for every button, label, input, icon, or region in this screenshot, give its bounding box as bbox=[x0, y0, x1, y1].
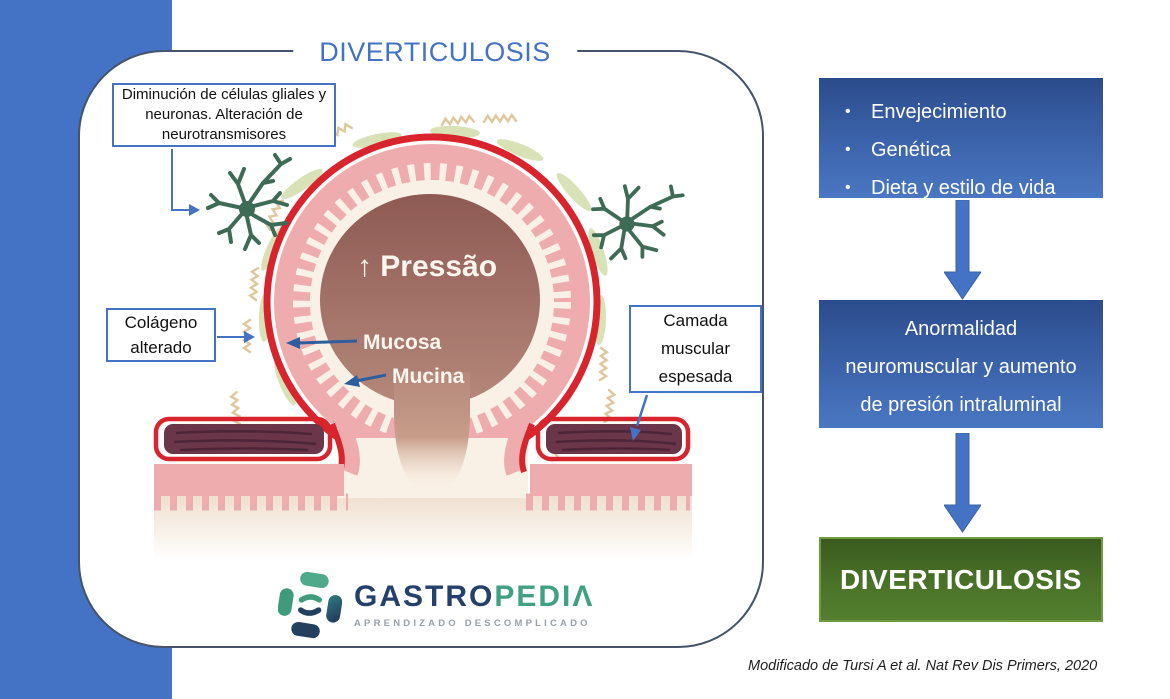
gastropedia-logo-icon bbox=[278, 571, 342, 639]
intestinal-wall-right bbox=[526, 416, 692, 511]
bullet-text: Dieta y estilo de vida bbox=[871, 177, 1056, 199]
down-arrow-icon bbox=[944, 200, 981, 300]
label-line: Camada bbox=[663, 311, 728, 330]
bullet-icon: • bbox=[845, 103, 851, 120]
lumen bbox=[320, 194, 540, 406]
citation: Modificado de Tursi A et al. Nat Rev Dis… bbox=[748, 658, 1098, 674]
mucosa-label: Mucosa bbox=[363, 331, 442, 354]
diverticulum-diagram: ↑ Pressão Mucosa Mucina bbox=[153, 113, 692, 560]
bullet-text: Envejecimiento bbox=[871, 101, 1007, 123]
gastropedia-logo: GASTROPEDIΛ APRENDIZADO DESCOMPLICADO bbox=[278, 568, 594, 642]
diverticulosis-card: ↑ Pressão Mucosa Mucina DIVERTICULOSIS D… bbox=[78, 31, 764, 648]
label-line: neuronas. Alteración de bbox=[145, 106, 303, 123]
label-muscle-layer: Camada muscular espesada bbox=[629, 305, 762, 393]
logo-tagline: APRENDIZADO DESCOMPLICADO bbox=[354, 617, 591, 629]
lumen-neck bbox=[394, 372, 470, 490]
flow-box-line: Anormalidad bbox=[904, 318, 1018, 340]
bullet-text: Genética bbox=[871, 139, 952, 161]
flow-box-line: neuromuscular y aumento bbox=[845, 356, 1077, 378]
label-connectors bbox=[171, 149, 649, 441]
label-collagen: Colágeno alterado bbox=[106, 308, 216, 362]
label-line: Diminución de células gliales y bbox=[121, 86, 327, 103]
bullet-icon: • bbox=[845, 179, 851, 196]
logo-wordmark-pedia: PEDIΛ bbox=[494, 579, 595, 613]
flow-box-mechanism: Anormalidad neuromuscular y aumento de p… bbox=[819, 300, 1103, 428]
anatomy-arrows bbox=[286, 337, 387, 387]
mucina-label: Mucina bbox=[392, 365, 465, 388]
bullet-item: • Envejecimiento bbox=[845, 93, 1103, 131]
flow-box-line: de presión intraluminal bbox=[860, 394, 1062, 416]
label-line: muscular bbox=[661, 339, 730, 358]
label-neural-changes: Diminución de células gliales y neuronas… bbox=[112, 83, 336, 147]
flow-box-causes: • Envejecimiento • Genética • Dieta y es… bbox=[819, 78, 1103, 199]
label-line: alterado bbox=[130, 338, 192, 357]
slide-title: DIVERTICULOSIS bbox=[293, 31, 577, 73]
wall-fade-band bbox=[154, 494, 692, 560]
bullet-icon: • bbox=[845, 141, 851, 158]
flow-box-outcome: DIVERTICULOSIS bbox=[819, 537, 1103, 622]
label-line: neurotransmisores bbox=[161, 126, 287, 143]
outcome-text: DIVERTICULOSIS bbox=[840, 563, 1082, 595]
label-line: Colágeno bbox=[124, 313, 198, 332]
bullet-item: • Dieta y estilo de vida bbox=[845, 169, 1103, 207]
bullet-item: • Genética bbox=[845, 131, 1103, 169]
pressure-label: ↑ Pressão bbox=[357, 250, 497, 283]
label-line: espesada bbox=[658, 367, 733, 386]
intestinal-wall-left bbox=[153, 416, 348, 511]
logo-wordmark: GASTROPEDIΛ bbox=[354, 579, 595, 613]
logo-wordmark-gastro: GASTRO bbox=[354, 579, 495, 613]
down-arrow-icon bbox=[944, 433, 981, 533]
